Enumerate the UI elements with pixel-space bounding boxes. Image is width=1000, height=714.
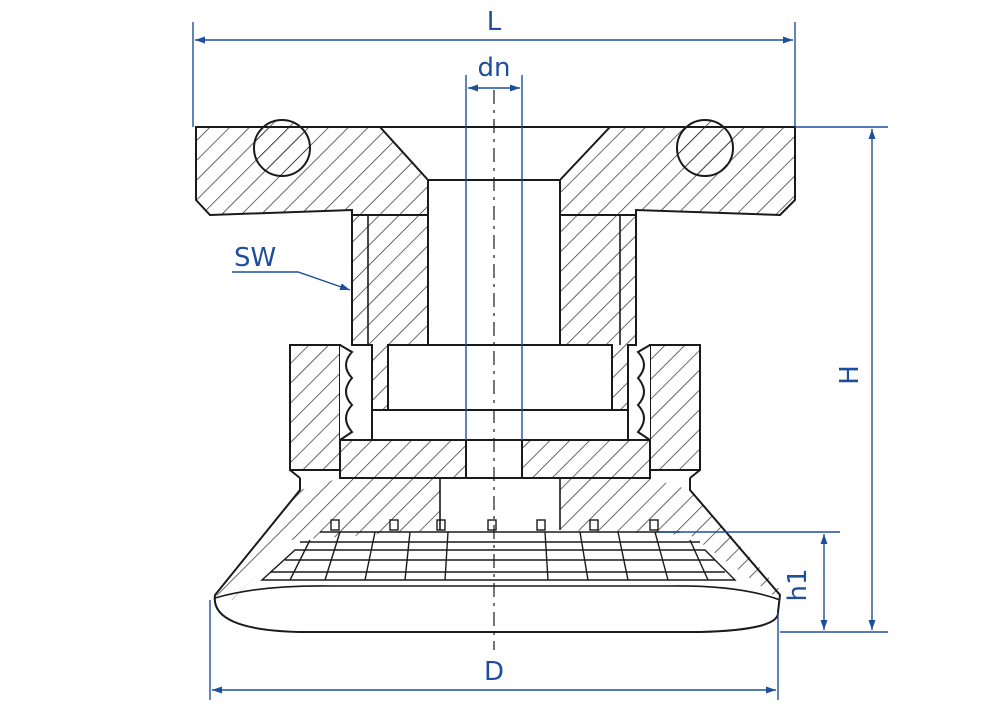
flange-left bbox=[195, 126, 429, 217]
insert-hex-left bbox=[351, 215, 369, 345]
cup-outline bbox=[213, 478, 782, 633]
cup-hatched-body bbox=[215, 478, 780, 600]
suction-cup bbox=[213, 478, 782, 633]
dimension-lines bbox=[192, 22, 888, 700]
cup-mesh bbox=[260, 531, 737, 581]
o-ring-right bbox=[676, 119, 734, 177]
body-inner-chamber bbox=[371, 409, 629, 441]
top-flange bbox=[195, 119, 796, 217]
label-h1: h1 bbox=[783, 568, 813, 601]
label-L: L bbox=[487, 7, 502, 37]
cup-lip bbox=[214, 585, 781, 601]
cup-inner-cavity bbox=[439, 478, 561, 530]
body-right-hatch bbox=[649, 344, 701, 471]
dimension-labels: L dn SW H h1 D bbox=[234, 7, 865, 687]
body-thread-right bbox=[636, 344, 651, 441]
cup-pins bbox=[330, 519, 659, 531]
hex-insert bbox=[351, 179, 637, 411]
label-H: H bbox=[835, 365, 865, 385]
label-dn: dn bbox=[478, 53, 511, 83]
threaded-body bbox=[289, 344, 701, 479]
body-thread-left bbox=[339, 344, 354, 441]
insert-lower-bore bbox=[387, 344, 613, 411]
sw-leader-line bbox=[232, 271, 351, 291]
flange-right bbox=[559, 126, 796, 217]
label-SW: SW bbox=[234, 243, 276, 273]
body-left-hatch bbox=[289, 344, 341, 471]
insert-inner-bore bbox=[427, 179, 561, 346]
insert-hex-right bbox=[619, 215, 637, 345]
label-D: D bbox=[484, 657, 504, 687]
o-ring-left bbox=[253, 119, 311, 177]
